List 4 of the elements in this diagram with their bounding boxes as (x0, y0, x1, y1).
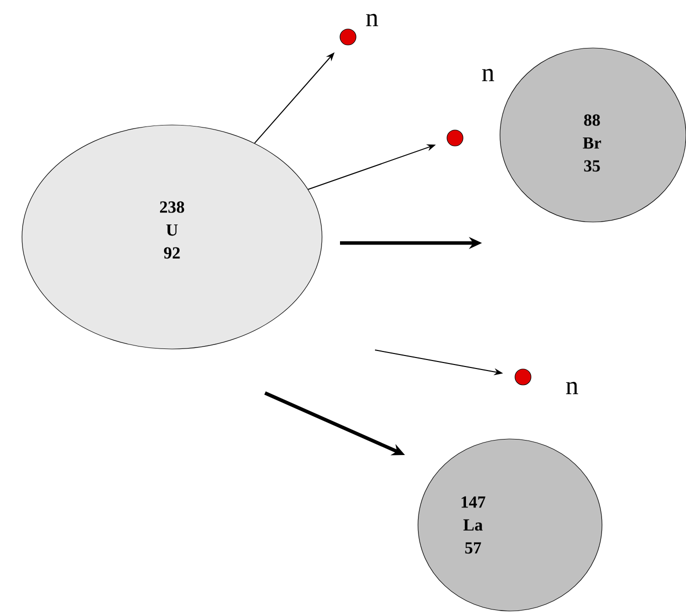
neutron-label: n (566, 382, 578, 394)
neutron-dot (446, 130, 464, 146)
neutron-label: n (482, 68, 494, 82)
neutron-label: n (366, 14, 378, 26)
